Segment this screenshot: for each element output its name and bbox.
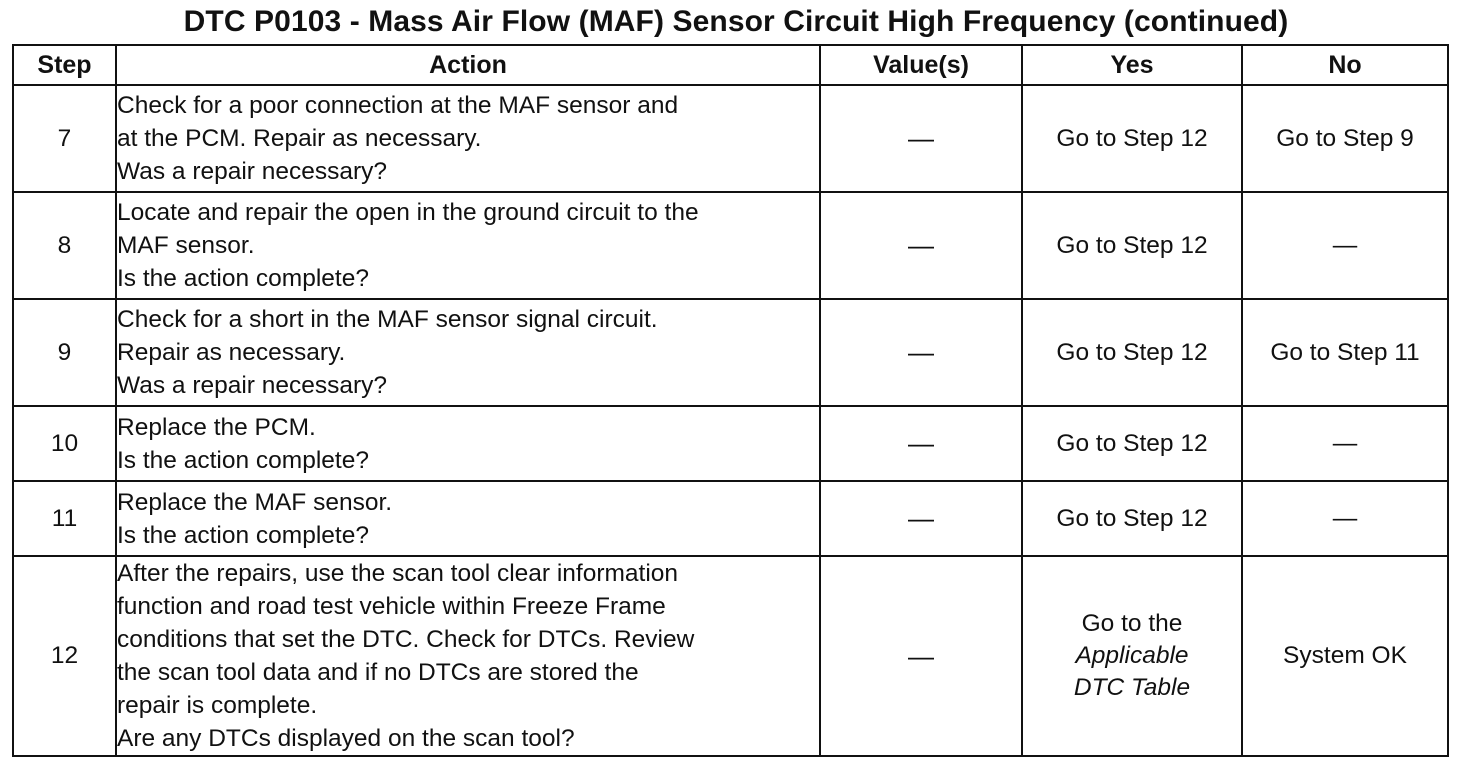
action-line: Is the action complete? bbox=[117, 521, 369, 549]
no-cell: — bbox=[1241, 480, 1449, 557]
action-line: the scan tool data and if no DTCs are st… bbox=[117, 659, 639, 686]
yes-cell: Go to Step 12 bbox=[1021, 405, 1243, 482]
action-line: MAF sensor. bbox=[117, 232, 255, 259]
table-header-row: Step Action Value(s) Yes No bbox=[12, 44, 1449, 86]
yes-cell: Go to Step 12 bbox=[1021, 84, 1243, 193]
no-line: — bbox=[1332, 504, 1358, 532]
document-title: DTC P0103 - Mass Air Flow (MAF) Sensor C… bbox=[183, 5, 1289, 38]
action-cell: Locate and repair the open in the ground… bbox=[115, 191, 821, 300]
yes-cell: Go to the Applicable DTC Table bbox=[1021, 555, 1243, 757]
action-line: Locate and repair the open in the ground… bbox=[117, 199, 699, 226]
value-cell: — bbox=[819, 405, 1023, 482]
header-action: Action bbox=[115, 44, 821, 86]
action-line: Check for a poor connection at the MAF s… bbox=[117, 92, 679, 119]
action-line: After the repairs, use the scan tool cle… bbox=[117, 560, 679, 587]
action-line: Replace the PCM. bbox=[117, 413, 316, 441]
value-cell: — bbox=[819, 84, 1023, 193]
table-row: 12 After the repairs, use the scan tool … bbox=[12, 555, 1449, 757]
yes-line: Go to the bbox=[1081, 610, 1183, 637]
action-cell: Check for a short in the MAF sensor sign… bbox=[115, 298, 821, 407]
action-line: Was a repair necessary? bbox=[117, 372, 388, 399]
action-cell: Check for a poor connection at the MAF s… bbox=[115, 84, 821, 193]
header-step: Step bbox=[12, 44, 117, 86]
no-cell: Go to Step 9 bbox=[1241, 84, 1449, 193]
action-line: Was a repair necessary? bbox=[117, 158, 388, 185]
no-line: — bbox=[1332, 231, 1358, 259]
table-row: 9 Check for a short in the MAF sensor si… bbox=[12, 298, 1449, 407]
action-line: Replace the MAF sensor. bbox=[117, 488, 393, 516]
no-line: Go to Step 9 bbox=[1276, 124, 1414, 152]
action-line: function and road test vehicle within Fr… bbox=[117, 593, 666, 620]
table-row: 11 Replace the MAF sensor. Is the action… bbox=[12, 480, 1449, 557]
yes-line: Go to Step 12 bbox=[1056, 124, 1208, 152]
table-row: 7 Check for a poor connection at the MAF… bbox=[12, 84, 1449, 193]
header-no: No bbox=[1241, 44, 1449, 86]
yes-line-italic: DTC Table bbox=[1073, 674, 1191, 701]
step-number: 9 bbox=[12, 298, 117, 407]
no-cell: System OK bbox=[1241, 555, 1449, 757]
yes-line: Go to Step 12 bbox=[1056, 429, 1208, 457]
header-values: Value(s) bbox=[819, 44, 1023, 86]
yes-cell: Go to Step 12 bbox=[1021, 191, 1243, 300]
action-line: repair is complete. bbox=[117, 692, 318, 719]
value-cell: — bbox=[819, 191, 1023, 300]
step-number: 7 bbox=[12, 84, 117, 193]
action-line: at the PCM. Repair as necessary. bbox=[117, 125, 482, 152]
action-cell: Replace the MAF sensor. Is the action co… bbox=[115, 480, 821, 557]
action-line: Is the action complete? bbox=[117, 265, 369, 292]
yes-line: Go to Step 12 bbox=[1056, 504, 1208, 532]
step-number: 8 bbox=[12, 191, 117, 300]
step-number: 10 bbox=[12, 405, 117, 482]
action-line: conditions that set the DTC. Check for D… bbox=[117, 626, 695, 653]
step-number: 11 bbox=[12, 480, 117, 557]
dtc-procedure-table: Step Action Value(s) Yes No 7 Check for … bbox=[12, 44, 1449, 757]
no-cell: — bbox=[1241, 405, 1449, 482]
yes-cell: Go to Step 12 bbox=[1021, 298, 1243, 407]
step-number: 12 bbox=[12, 555, 117, 757]
action-line: Check for a short in the MAF sensor sign… bbox=[117, 306, 658, 333]
yes-cell: Go to Step 12 bbox=[1021, 480, 1243, 557]
value-cell: — bbox=[819, 480, 1023, 557]
value-cell: — bbox=[819, 298, 1023, 407]
table-row: 10 Replace the PCM. Is the action comple… bbox=[12, 405, 1449, 482]
action-line: Repair as necessary. bbox=[117, 339, 346, 366]
no-line: — bbox=[1332, 429, 1358, 457]
yes-line-italic: Applicable bbox=[1075, 642, 1189, 669]
yes-line: Go to Step 12 bbox=[1056, 231, 1208, 259]
action-line: Is the action complete? bbox=[117, 446, 369, 474]
action-line: Are any DTCs displayed on the scan tool? bbox=[117, 725, 575, 752]
no-line: System OK bbox=[1283, 642, 1407, 669]
no-line: Go to Step 11 bbox=[1270, 338, 1420, 366]
action-cell: After the repairs, use the scan tool cle… bbox=[115, 555, 821, 757]
yes-line: Go to Step 12 bbox=[1056, 338, 1208, 366]
action-cell: Replace the PCM. Is the action complete? bbox=[115, 405, 821, 482]
no-cell: — bbox=[1241, 191, 1449, 300]
table-row: 8 Locate and repair the open in the grou… bbox=[12, 191, 1449, 300]
value-cell: — bbox=[819, 555, 1023, 757]
no-cell: Go to Step 11 bbox=[1241, 298, 1449, 407]
header-yes: Yes bbox=[1021, 44, 1243, 86]
